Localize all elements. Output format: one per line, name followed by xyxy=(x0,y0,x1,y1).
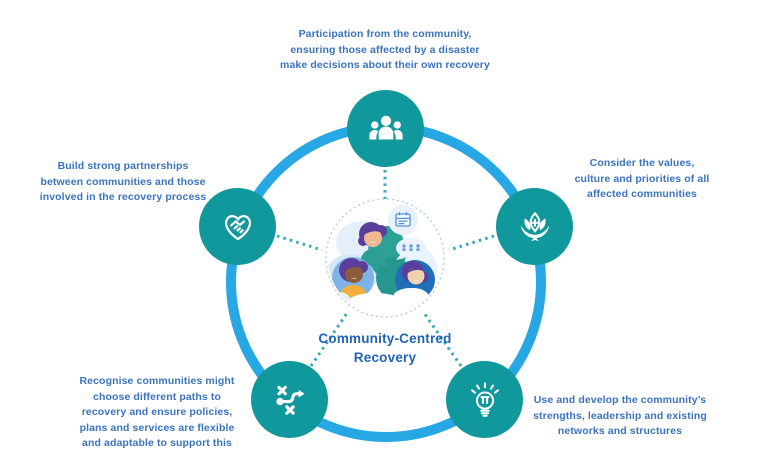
label-participation: Participation from the community, ensuri… xyxy=(280,28,490,71)
diagram-title-line2: Recovery xyxy=(353,350,417,365)
connector-left xyxy=(276,234,323,252)
connector-right xyxy=(448,234,495,252)
lightbulb-icon xyxy=(470,381,499,417)
diagram-title: Community-Centred Recovery xyxy=(275,329,495,367)
node-participation xyxy=(347,90,424,167)
strategy-path-icon xyxy=(275,385,304,415)
label-flexible-paths: Recognise communities might choose diffe… xyxy=(79,375,235,449)
diagram-title-line1: Community-Centred xyxy=(318,331,452,346)
node-strengths xyxy=(446,361,523,438)
label-values: Consider the values, culture and priorit… xyxy=(574,157,710,200)
label-strengths: Use and develop the community’s strength… xyxy=(533,394,707,437)
speech-bubble-people xyxy=(396,238,426,260)
node-partnerships xyxy=(199,188,276,265)
node-flexible-paths xyxy=(251,361,328,438)
label-partnerships: Build strong partnerships between commun… xyxy=(39,160,207,203)
handshake-heart-icon xyxy=(224,214,251,240)
center-illustration xyxy=(325,198,445,318)
lotus-care-icon xyxy=(520,211,549,241)
connector-bottom-right xyxy=(422,312,463,367)
calendar-bubble xyxy=(388,205,418,235)
node-values xyxy=(496,188,573,265)
people-group-icon xyxy=(368,115,403,139)
